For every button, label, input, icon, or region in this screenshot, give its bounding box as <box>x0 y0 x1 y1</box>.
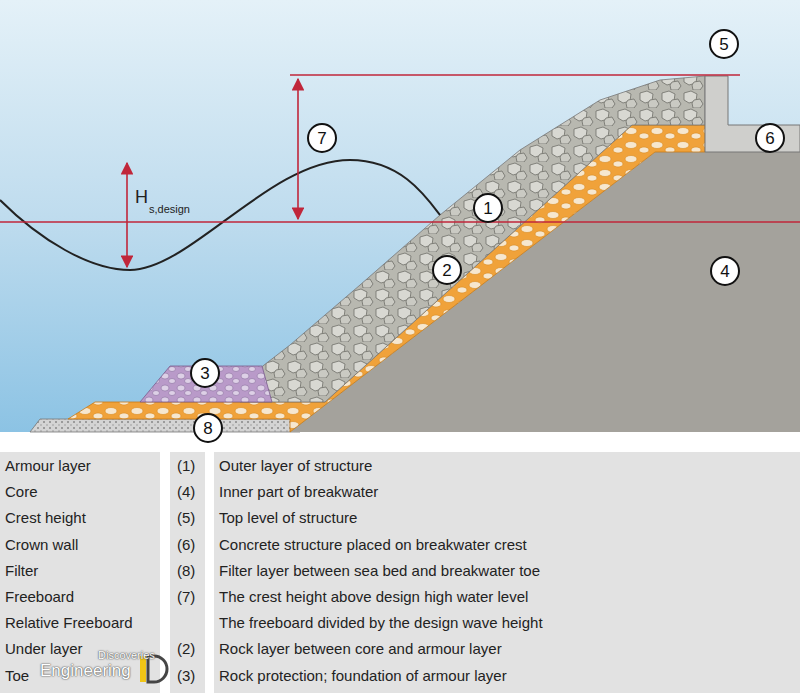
callout-circle: 8 <box>193 413 223 443</box>
table-number: (7) <box>177 588 195 606</box>
table-description: Top level of structure <box>219 509 357 527</box>
callout-number: 8 <box>203 420 212 437</box>
callout-number: 2 <box>442 262 451 279</box>
table-description: Rock layer between core and armour layer <box>219 640 502 658</box>
table-description: Concrete structure placed on breakwater … <box>219 536 527 554</box>
callout-circle: 7 <box>307 123 337 153</box>
table-number: (6) <box>177 536 195 554</box>
watermark: Engineering <box>40 662 131 680</box>
table-description: Outer layer of structure <box>219 457 372 475</box>
table-term: Freeboard <box>5 588 74 606</box>
callout-number: 5 <box>719 36 728 53</box>
callout-number: 4 <box>720 263 729 280</box>
callout-circle: 5 <box>709 29 739 59</box>
callout-circle: 4 <box>710 256 740 286</box>
table-term: Crest height <box>5 509 86 527</box>
table-term: Core <box>5 483 38 501</box>
table-description: The freeboard divided by the design wave… <box>219 614 543 632</box>
callout-circle: 6 <box>755 123 785 153</box>
table-number: (4) <box>177 483 195 501</box>
table-number: (8) <box>177 562 195 580</box>
table-term: Armour layer <box>5 457 91 475</box>
callout-number: 1 <box>483 200 492 217</box>
table-description: Filter layer between sea bed and breakwa… <box>219 562 540 580</box>
callout-circle: 3 <box>190 358 220 388</box>
table-description: Inner part of breakwater <box>219 483 378 501</box>
wave-height-symbol: H <box>135 188 148 206</box>
table-number: (1) <box>177 457 195 475</box>
table-description: The crest height above design high water… <box>219 588 528 606</box>
wave-height-subscript: s,design <box>149 200 190 218</box>
table-number: (2) <box>177 640 195 658</box>
table-term: Filter <box>5 562 38 580</box>
callout-circle: 2 <box>432 255 462 285</box>
table-term: Toe <box>5 667 29 685</box>
callout-number: 3 <box>200 365 209 382</box>
table-term: Under layer <box>5 640 83 658</box>
table-term: Relative Freeboard <box>5 614 133 632</box>
table-number: (3) <box>177 667 195 685</box>
table-number: (5) <box>177 509 195 527</box>
callout-circle: 1 <box>473 193 503 223</box>
table-term: Crown wall <box>5 536 78 554</box>
callout-number: 6 <box>765 130 774 147</box>
table-description: Rock protection; foundation of armour la… <box>219 667 507 685</box>
callout-number: 7 <box>317 130 326 147</box>
